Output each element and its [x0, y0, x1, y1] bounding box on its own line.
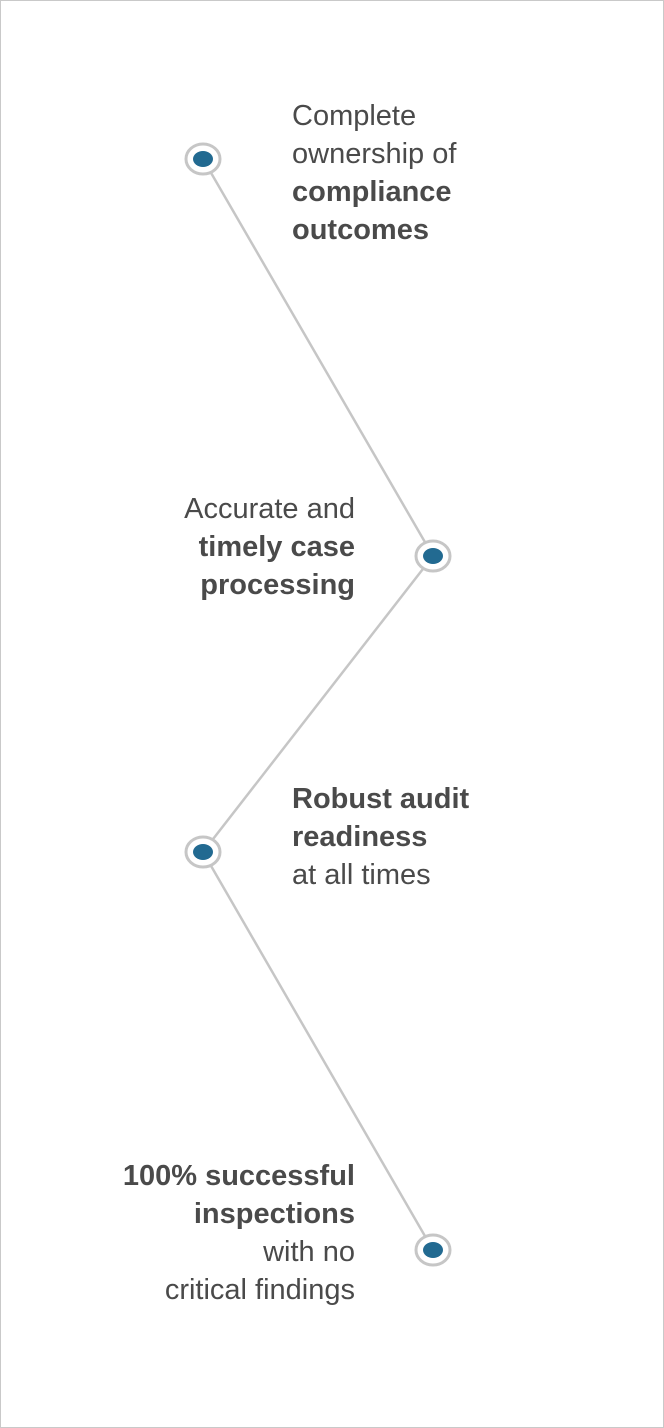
milestone-3-line-3: at all times [292, 859, 431, 891]
milestone-4-line-4: critical findings [164, 1274, 355, 1306]
node-dot-1 [193, 151, 213, 167]
timeline-node-3 [184, 835, 222, 869]
milestone-3-line-1: Robust audit [292, 783, 470, 815]
timeline-node-2 [414, 539, 452, 573]
connector-line-1 [201, 158, 435, 557]
node-dot-4 [423, 1242, 443, 1258]
milestone-compliance-ownership: Complete ownership of compliance outcome… [292, 97, 456, 249]
milestone-audit-readiness: Robust audit readiness at all times [292, 780, 469, 894]
milestone-case-processing: Accurate and timely case processing [184, 490, 355, 604]
connector-line-2 [202, 555, 434, 853]
milestone-1-line-3: compliance [292, 176, 452, 208]
milestone-1-line-1: Complete [292, 100, 417, 132]
timeline-node-4 [414, 1233, 452, 1267]
milestone-4-line-2: inspections [193, 1198, 355, 1230]
milestone-4-line-3: with no [263, 1236, 355, 1268]
milestone-1-line-4: outcomes [292, 214, 429, 246]
connector-line-3 [201, 851, 435, 1251]
milestone-2-line-1: Accurate and [184, 493, 355, 525]
node-dot-2 [423, 548, 443, 564]
timeline-node-1 [184, 142, 222, 176]
milestone-3-line-2: readiness [292, 821, 428, 853]
milestone-4-line-1: 100% successful [122, 1160, 355, 1192]
milestone-successful-inspections: 100% successful inspections with no crit… [123, 1157, 355, 1309]
node-dot-3 [193, 844, 213, 860]
milestone-2-line-3: processing [200, 569, 355, 601]
milestone-1-line-2: ownership of [292, 138, 457, 170]
milestone-2-line-2: timely case [198, 531, 355, 563]
